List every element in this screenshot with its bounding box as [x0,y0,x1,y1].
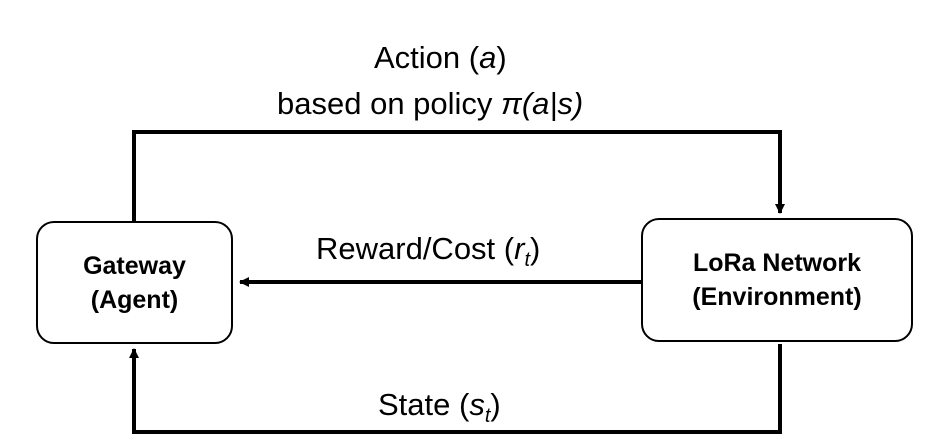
reward-subscript: t [524,249,530,272]
reward-symbol: r [514,231,525,266]
state-label: State (st) [378,387,501,434]
policy-symbol: π(a|s) [501,86,584,121]
agent-node-title: Gateway [83,251,186,280]
action-label: Action (a) [374,40,507,75]
agent-node: Gateway (Agent) [36,221,233,344]
state-arrow [129,344,782,434]
policy-prefix: based on policy [277,86,502,121]
environment-node-subtitle: (Environment) [692,283,862,311]
reward-label: Reward/Cost (rt) [316,231,540,278]
state-prefix: State ( [378,387,470,422]
action-arrow [132,130,785,222]
policy-label: based on policy π(a|s) [277,86,583,122]
agent-node-subtitle: (Agent) [90,285,179,314]
state-suffix: ) [490,387,501,422]
action-word: Action [374,40,461,75]
action-symbol: a [479,40,497,75]
state-subscript: t [484,405,491,428]
environment-node: LoRa Network (Environment) [641,218,913,342]
state-symbol: s [469,387,485,422]
reward-prefix: Reward/Cost ( [316,231,515,266]
environment-node-title: LoRa Network [692,249,862,277]
reward-suffix: ) [530,231,541,266]
